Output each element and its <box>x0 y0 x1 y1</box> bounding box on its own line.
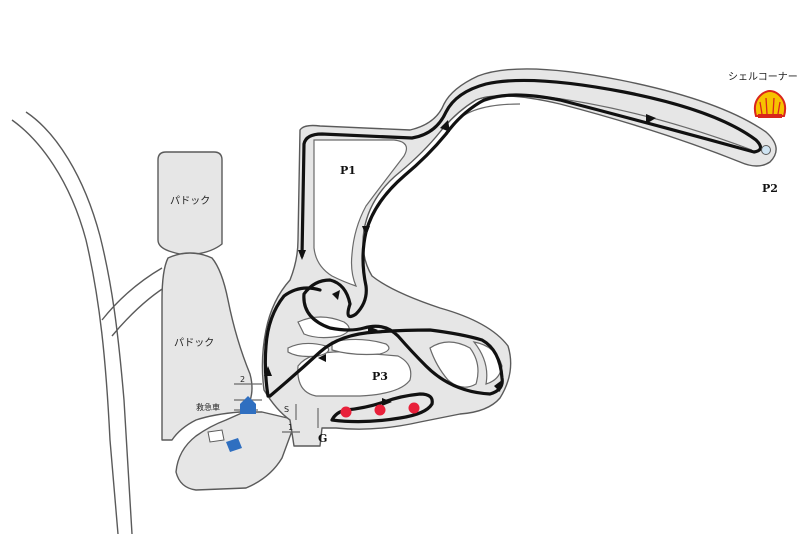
island-p1 <box>313 139 407 287</box>
marker-2-label: 2 <box>240 375 245 384</box>
direction-arrow-icon <box>318 354 326 362</box>
red-marker <box>408 402 420 414</box>
building-icon <box>240 396 256 414</box>
direction-arrow-icon <box>264 366 272 376</box>
shell-corner-label: シェルコーナー <box>728 71 798 83</box>
direction-arrow-icon <box>332 290 340 300</box>
direction-arrow-icon <box>298 250 306 260</box>
building-icon <box>207 429 225 443</box>
start-label: S <box>284 405 289 414</box>
direction-arrow-icon <box>440 120 450 132</box>
direction-arrow-icon <box>382 398 392 406</box>
island-p3 <box>297 351 412 397</box>
red-marker <box>374 404 386 416</box>
buildings <box>207 145 771 452</box>
red-marker <box>340 406 352 418</box>
marker-1-label: 1 <box>288 423 293 432</box>
infield-islands <box>287 139 503 397</box>
medical-label: 救急車 <box>196 402 220 412</box>
island-right <box>429 341 479 388</box>
goal-label: G <box>318 432 327 445</box>
island-small-3 <box>331 338 390 356</box>
turnaround-marker <box>761 145 771 155</box>
access-roads <box>11 111 171 534</box>
direction-arrows <box>264 114 656 406</box>
paddock-lower <box>161 252 297 491</box>
direction-arrow-icon <box>362 226 370 236</box>
direction-arrow-icon <box>368 326 378 334</box>
p1-label: P1 <box>340 164 356 177</box>
direction-arrow-icon <box>494 380 502 392</box>
p2-label: P2 <box>762 182 778 195</box>
red-markers <box>340 402 420 418</box>
building-icon <box>226 438 242 452</box>
paddock-upper <box>157 151 223 256</box>
paddock-lower-label: パドック <box>174 337 214 349</box>
p3-label: P3 <box>372 370 388 383</box>
paddock-upper-label: パドック <box>170 195 210 207</box>
shell-logo-icon <box>753 90 787 118</box>
direction-arrow-icon <box>646 114 656 124</box>
paddock-area <box>157 151 297 491</box>
